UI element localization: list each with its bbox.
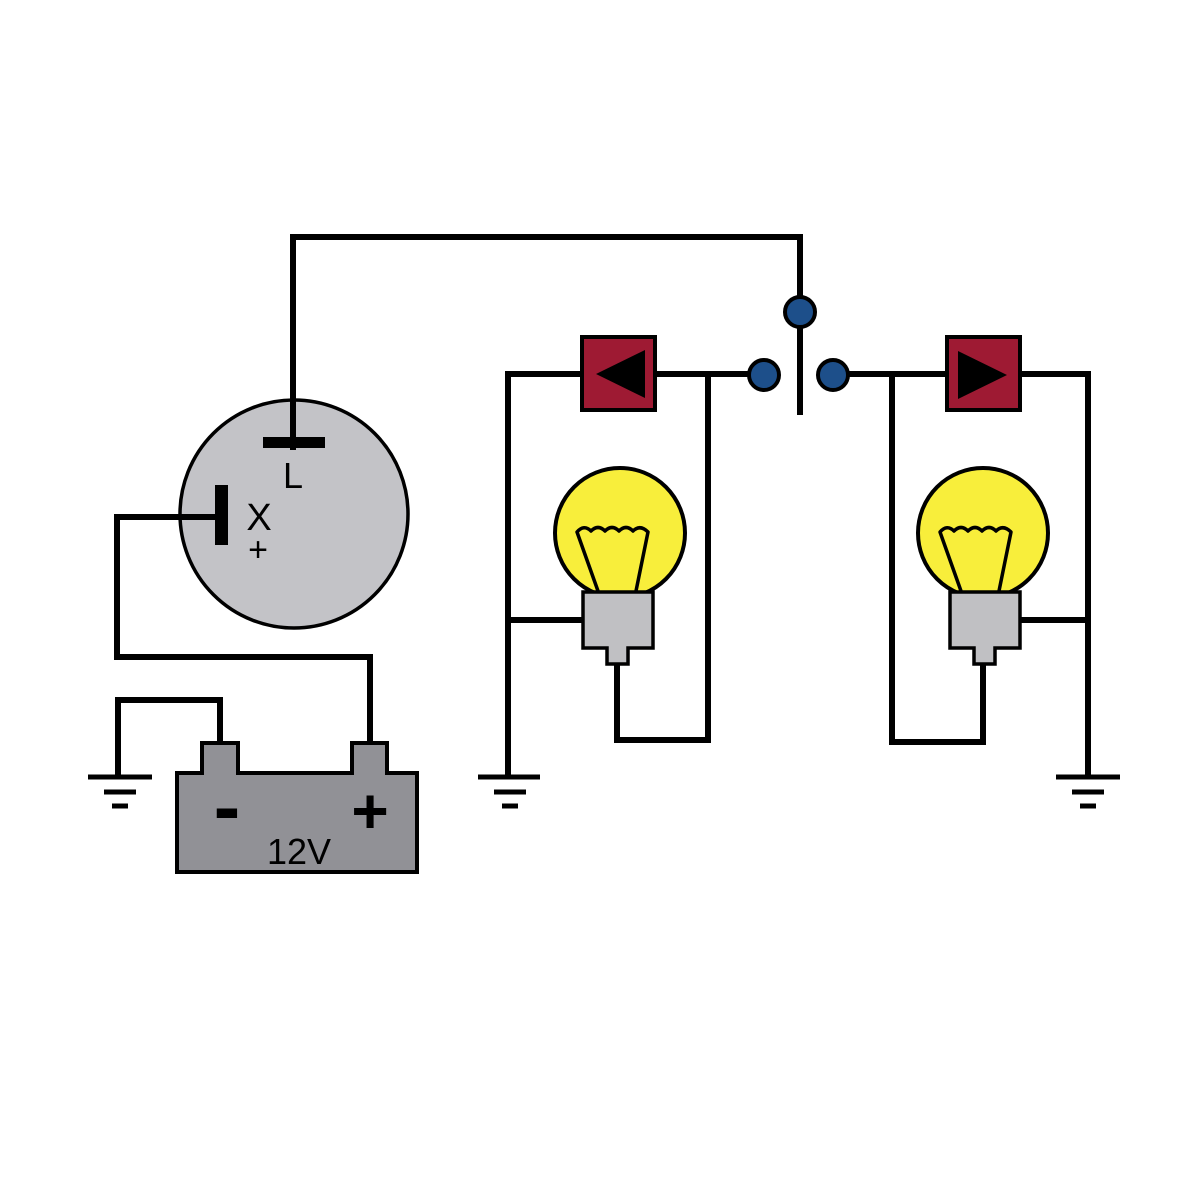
relay-label-l: L — [283, 455, 303, 496]
battery-body — [175, 741, 419, 874]
relay-terminal-l — [263, 437, 325, 448]
left-bulb-filament — [575, 525, 650, 592]
wire-left-lamp-feed — [505, 371, 758, 779]
battery-plus-label: + — [351, 775, 388, 847]
switch-contacts — [747, 295, 850, 392]
right-arrow-triangle — [958, 351, 1007, 399]
switch-contact-dot-left — [747, 358, 781, 392]
right-lamp-circuit — [833, 335, 1120, 809]
relay-label-plus: + — [248, 531, 268, 569]
relay-label-x: X — [246, 497, 271, 539]
left-bulb-icon — [553, 466, 687, 600]
right-bulb-icon — [916, 466, 1050, 600]
battery-minus-label: - — [214, 762, 241, 851]
wire-relay-l-to-switch — [290, 234, 803, 450]
wire-battery-negative-to-ground — [115, 697, 223, 779]
left-bulb-socket — [581, 590, 655, 666]
wire-relay-x-to-battery-positive — [114, 514, 373, 748]
switch-contact-dot-right — [816, 358, 850, 392]
right-bulb-socket — [948, 590, 1022, 666]
left-arrow-icon — [580, 335, 657, 412]
battery: - + 12V — [175, 741, 419, 874]
right-bulb-filament — [938, 525, 1013, 592]
right-arrow-icon — [945, 335, 1022, 412]
ground-icon-right — [1056, 774, 1120, 809]
ground-icon-battery — [88, 774, 152, 809]
wire-right-lamp-return — [889, 374, 986, 745]
wire-left-lamp-return — [614, 374, 711, 743]
switch-contact-dot-top — [783, 295, 817, 329]
battery-voltage-label: 12V — [267, 831, 331, 872]
left-arrow-triangle — [596, 350, 645, 398]
wire-right-lamp-feed — [833, 371, 1091, 779]
left-lamp-circuit — [478, 335, 758, 809]
ground-icon-left — [478, 774, 540, 809]
